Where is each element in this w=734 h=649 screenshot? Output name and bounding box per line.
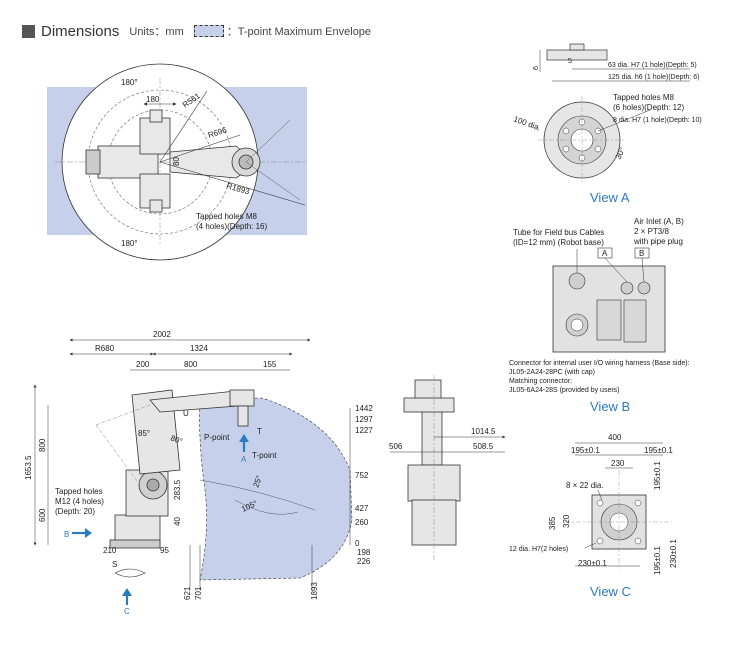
view-b-connector-1: Connector for internal user I/O wiring h… (509, 360, 690, 367)
dim-226: 226 (357, 557, 371, 566)
view-c-h7-holes: 12 dia. H7(2 holes) (509, 546, 568, 553)
side-envelope-area (199, 397, 353, 581)
envelope-swatch (193, 25, 224, 37)
view-a-dim-5: 5 (568, 58, 572, 65)
dim-40: 40 (173, 517, 182, 526)
view-c-dim-230v: 230±0.1 (669, 539, 678, 568)
view-a-dim-100dia: 100 dia. (512, 114, 542, 132)
dim-0: 0 (355, 539, 360, 548)
dim-80: 80 (172, 157, 181, 166)
dim-200: 200 (136, 360, 150, 369)
view-a-note-8dia: 8 dia. H7 (1 hole)(Depth: 10) (613, 117, 702, 124)
view-c-dim-230h: 230±0.1 (578, 559, 607, 568)
axis-t: T (257, 427, 262, 436)
arrow-a-label: A (241, 455, 247, 464)
view-b-tag-a: A (602, 249, 608, 258)
view-c-dim-195v: 195±0.1 (653, 461, 662, 490)
dim-621: 621 (183, 586, 192, 600)
top-tapped-holes-2: (4 holes)(Depth: 16) (196, 222, 267, 231)
view-c-holes: 8 × 22 dia. (566, 481, 604, 490)
dim-506: 506 (389, 442, 403, 451)
angle-80: 80° (169, 433, 183, 446)
axis-u: U (183, 409, 189, 418)
view-a-label: View A (590, 190, 630, 205)
axis-s: S (112, 560, 117, 569)
view-b-label: View B (590, 399, 630, 414)
side-tapped-3: (Depth: 20) (55, 507, 95, 516)
view-b-connector-4: JL05-6A24-28S (provided by users) (509, 387, 620, 394)
dim-1297: 1297 (355, 415, 373, 424)
view-b-air-3: with pipe plug (633, 237, 683, 246)
dim-701: 701 (194, 586, 203, 600)
view-b-connector-2: JL05-2A24-28PC (with cap) (509, 369, 595, 376)
angle-25: 25° (251, 474, 264, 488)
p-point-label: P-point (204, 433, 230, 442)
dim-283: 283.5 (173, 479, 182, 500)
dim-1014: 1014.5 (471, 427, 496, 436)
bottom-angle-label: 180° (121, 239, 138, 248)
units-label: Units：mm (129, 26, 184, 38)
dim-260: 260 (355, 518, 369, 527)
dim-1227: 1227 (355, 426, 373, 435)
arrow-b-label: B (64, 530, 69, 539)
view-b-tube-2: (ID=12 mm) (Robot base) (513, 238, 604, 247)
dim-600-vert: 600 (38, 508, 47, 522)
view-c-dim-195v2: 195±0.1 (653, 546, 662, 575)
dim-210: 210 (103, 546, 117, 555)
dim-800-vert: 800 (38, 438, 47, 452)
dim-1324: 1324 (190, 344, 208, 353)
view-b-connector-3: Matching connector: (509, 378, 572, 385)
view-c-dim-195a: 195±0.1 (571, 446, 600, 455)
arrow-c-label: C (124, 607, 130, 616)
top-view: 180° 180° 180 R561 R696 R1893 80 Tapped … (47, 63, 307, 261)
view-c: 400 195±0.1 195±0.1 230 8 × 22 dia. 195±… (509, 433, 678, 599)
top-tapped-holes-1: Tapped holes M8 (196, 212, 257, 221)
dim-800: 800 (184, 360, 198, 369)
view-c-dim-320: 320 (562, 514, 571, 528)
view-c-dim-400: 400 (608, 433, 622, 442)
view-b-air-2: 2 × PT3/8 (634, 227, 669, 236)
robot-top-body (85, 109, 261, 213)
view-a-dim-6: 6 (533, 66, 540, 70)
view-a-note-125dia: 125 dia. h6 (1 hole)(Depth: 6) (608, 74, 699, 81)
dim-95: 95 (160, 546, 169, 555)
header-square-icon (22, 24, 35, 38)
t-point-label: T-point (252, 451, 277, 460)
view-b: Tube for Field bus Cables (ID=12 mm) (Ro… (509, 217, 690, 414)
dim-2002: 2002 (153, 330, 171, 339)
view-c-label: View C (590, 584, 631, 599)
dim-1442: 1442 (355, 404, 373, 413)
dim-180: 180 (146, 95, 160, 104)
dim-508: 508.5 (473, 442, 494, 451)
dimensions-header: Dimensions Units：mm ：T-point Maximum Env… (22, 22, 371, 40)
top-angle-label: 180° (121, 78, 138, 87)
view-a-note-6holes: (6 holes)(Depth: 12) (613, 103, 684, 112)
side-view: 2002 R680 1324 200 800 155 1442 1297 122… (24, 330, 373, 616)
view-b-tube-1: Tube for Field bus Cables (513, 228, 604, 237)
dim-427: 427 (355, 504, 369, 513)
view-a-note-tapped: Tapped holes M8 (613, 93, 674, 102)
dim-1893: 1893 (310, 582, 319, 600)
dim-155: 155 (263, 360, 277, 369)
view-b-air-1: Air Inlet (A, B) (634, 217, 684, 226)
side-tapped-2: M12 (4 holes) (55, 497, 104, 506)
view-b-tag-b: B (639, 249, 644, 258)
view-a-note-63dia: 63 dia. H7 (1 hole)(Depth: 5) (608, 62, 697, 69)
view-c-dim-230: 230 (611, 459, 625, 468)
robot-side-body (109, 389, 255, 549)
page-title: Dimensions (41, 22, 120, 40)
angle-85: 85° (138, 429, 150, 438)
view-c-dim-385: 385 (548, 516, 557, 530)
front-view: 1014.5 506 508.5 (389, 375, 506, 560)
dim-752: 752 (355, 471, 369, 480)
view-a: 6 5 63 dia. H7 (1 hole)(Depth: 5) 125 di… (512, 43, 702, 205)
side-tapped-1: Tapped holes (55, 487, 103, 496)
view-c-dim-195b: 195±0.1 (644, 446, 673, 455)
envelope-legend: ：T-point Maximum Envelope (226, 26, 372, 38)
dim-198: 198 (357, 548, 371, 557)
dim-1653: 1653.5 (24, 455, 33, 480)
dim-r680: R680 (95, 344, 115, 353)
